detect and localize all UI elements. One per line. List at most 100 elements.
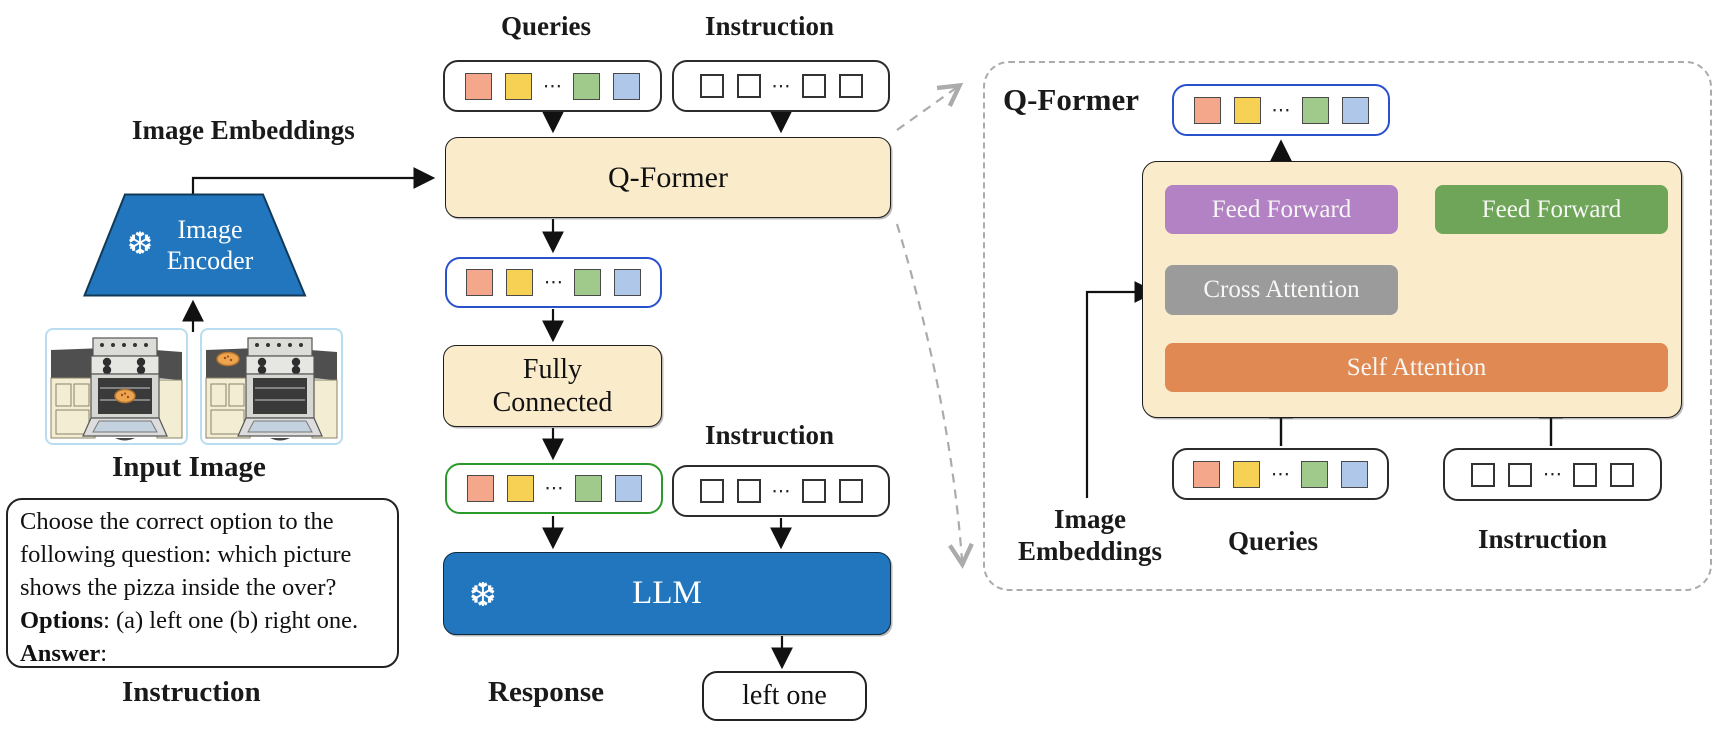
query-token-green (1301, 460, 1328, 488)
feed-forward-left-label: Feed Forward (1211, 195, 1352, 223)
qformer-box-label: Q-Former (608, 160, 728, 194)
llm-box: ❆ LLM (443, 552, 891, 635)
queries-label-top: Queries (501, 11, 591, 41)
input-image-right (200, 328, 343, 445)
oven-pizza-on-counter-illustration (200, 328, 343, 445)
instruction-token (838, 479, 863, 503)
ellipsis-icon: ⋯ (771, 479, 791, 502)
cross-attention-box: Cross Attention (1165, 265, 1398, 315)
options-text: : (a) left one (b) right one. (103, 607, 359, 634)
trapezoid-shape (83, 193, 307, 297)
pizza-icon (114, 388, 136, 404)
query-token-yellow (506, 269, 533, 296)
query-token-green (573, 72, 600, 100)
query-token-green (574, 269, 601, 296)
arrow-image-embeddings-to-qformer (191, 167, 436, 194)
query-token-salmon (465, 72, 492, 100)
instruction-prompt-box: Choose the correct option to the followi… (6, 498, 399, 668)
instruction-label-mid: Instruction (705, 420, 835, 450)
image-embeddings-label: Image Embeddings (132, 115, 355, 145)
queries-token-row: ⋯ (443, 60, 662, 112)
instruction-token (1471, 462, 1495, 487)
image-encoder-label: Image Encoder (166, 215, 254, 275)
answer-label: Answer (20, 640, 101, 667)
self-attention-label: Self Attention (1346, 353, 1487, 381)
instruction-answer-line: Answer: (20, 637, 387, 670)
input-image-left (45, 328, 188, 445)
dashed-arrow-qformer-to-panel-top (896, 82, 964, 131)
query-token-blue (614, 475, 642, 502)
panel-instruction-token-row: ⋯ (1443, 448, 1662, 501)
self-attention-box: Self Attention (1165, 343, 1668, 392)
feed-forward-left-box: Feed Forward (1165, 185, 1398, 234)
dashed-arrow-qformer-to-panel-bottom (895, 223, 974, 569)
qformer-detail-panel (983, 61, 1712, 591)
query-token-blue (1341, 460, 1368, 488)
panel-output-token-row: ⋯ (1172, 84, 1390, 136)
instruction-token (1610, 462, 1634, 487)
query-token-yellow (1233, 460, 1260, 488)
query-token-blue (1341, 96, 1369, 124)
query-token-yellow (1233, 96, 1261, 124)
snowflake-icon: ❆ (127, 226, 153, 262)
feed-forward-right-label: Feed Forward (1481, 195, 1622, 223)
query-token-yellow (505, 72, 532, 100)
query-token-salmon (466, 475, 494, 502)
fully-connected-label: Fully Connected (492, 354, 613, 418)
fully-connected-box: Fully Connected (443, 345, 662, 427)
oven-pizza-inside-illustration (45, 328, 188, 445)
options-label: Options (20, 607, 104, 634)
ellipsis-icon: ⋯ (1271, 462, 1290, 485)
instruction-token (736, 74, 761, 98)
query-token-blue (613, 72, 640, 100)
response-label: Response (488, 676, 605, 708)
instruction-token (1508, 462, 1532, 487)
panel-instruction-label: Instruction (1478, 524, 1608, 554)
qformer-box: Q-Former (445, 137, 891, 218)
query-token-green (574, 475, 602, 502)
query-token-salmon (466, 269, 493, 296)
arrow-image-embeddings-to-cross-attention (1085, 281, 1157, 498)
query-token-salmon (1193, 96, 1221, 124)
instruction-token (801, 74, 826, 98)
instruction-token (838, 74, 863, 98)
pizza-icon (216, 351, 240, 367)
ellipsis-icon: ⋯ (544, 477, 564, 499)
panel-queries-label: Queries (1228, 526, 1318, 556)
query-token-yellow (506, 475, 534, 502)
instruction-question-text: Choose the correct option to the followi… (20, 508, 352, 601)
instruction-token-row-top: ⋯ (672, 60, 890, 112)
fc-output-token-row: ⋯ (445, 463, 663, 514)
image-encoder-trapezoid (83, 193, 307, 297)
snowflake-icon: ❆ (469, 575, 497, 614)
query-token-salmon (1193, 460, 1220, 488)
response-value: left one (742, 680, 827, 711)
instruction-label-top: Instruction (705, 11, 835, 41)
instruction-token (1573, 462, 1597, 487)
response-box: left one (702, 671, 867, 721)
panel-image-embeddings-label: Image Embeddings (995, 503, 1185, 567)
ellipsis-icon: ⋯ (1543, 463, 1562, 485)
range (82, 337, 168, 441)
instruction-token (699, 479, 724, 503)
range (237, 337, 323, 441)
query-token-blue (614, 269, 641, 296)
ellipsis-icon: ⋯ (544, 271, 563, 293)
answer-text: : (100, 640, 108, 667)
query-token-green (1301, 96, 1329, 124)
qformer-panel-title: Q-Former (1003, 82, 1139, 117)
qformer-output-token-row: ⋯ (445, 257, 662, 308)
llm-label: LLM (632, 575, 702, 611)
instruction-token-row-mid: ⋯ (672, 465, 890, 517)
panel-image-embeddings-text: Image Embeddings (1017, 504, 1163, 566)
instruction-caption: Instruction (122, 676, 261, 708)
instruction-token (736, 479, 761, 503)
ellipsis-icon: ⋯ (771, 74, 791, 97)
counter-right (155, 350, 182, 380)
instruction-token (699, 74, 724, 98)
instruction-token (801, 479, 826, 503)
ellipsis-icon: ⋯ (543, 74, 562, 97)
feed-forward-right-box: Feed Forward (1435, 185, 1668, 234)
input-image-label: Input Image (112, 451, 266, 483)
